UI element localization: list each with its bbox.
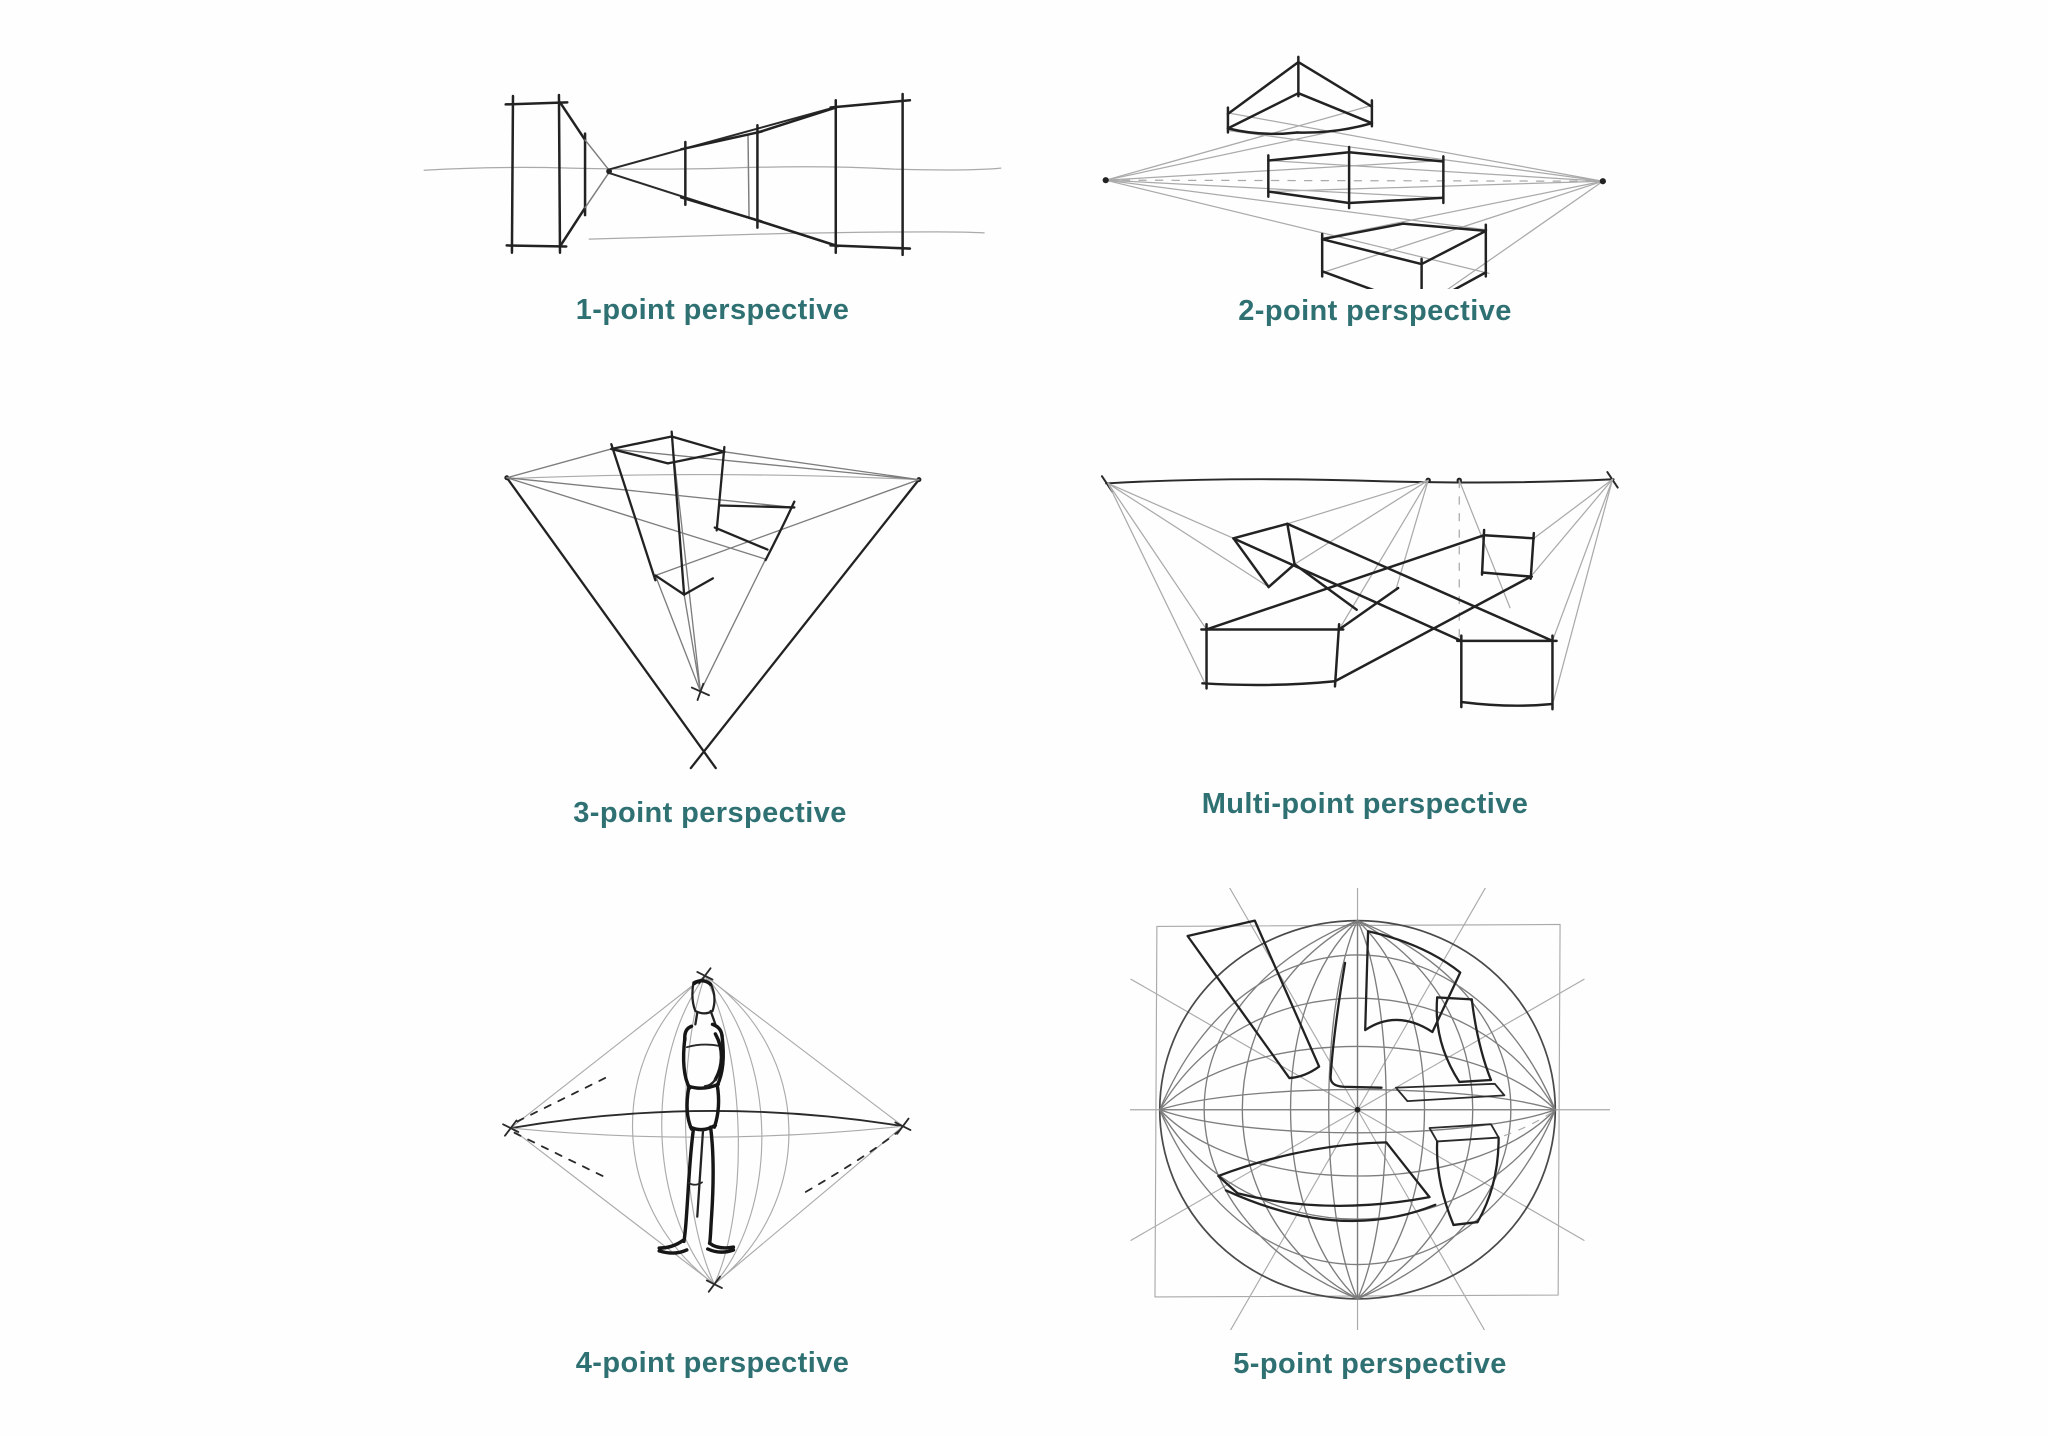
human-figure [657,979,736,1255]
tilted-box [610,430,796,596]
two-point-perspective-sketch [1102,55,1606,289]
ground-line [588,231,985,240]
figure-two-point-perspective: 2-point perspective [1085,30,1665,328]
horizon-line [506,474,920,481]
horizon-curve [509,1110,904,1130]
one-point-perspective-sketch [423,92,1002,257]
caption-five-point: 5-point perspective [1233,1347,1507,1380]
center-vanishing-point [1354,1106,1361,1113]
multi-point-perspective-sketch [1100,471,1619,711]
center-curve [1329,961,1383,1089]
slab-right [1395,1082,1506,1103]
caption-two-point: 2-point perspective [1238,294,1512,327]
five-point-perspective-sketch [1130,888,1610,1330]
parallel-arcs [1159,954,1556,1266]
figure-one-point-perspective: 1-point perspective [420,48,1005,327]
vanishing-point-left [1102,177,1109,184]
wedge-upper-left [1186,919,1321,1080]
middle-box [1267,145,1445,210]
vanishing-point-bottom [690,682,710,701]
slab-nw-se [1232,522,1558,711]
horizon-line [1105,478,1615,485]
vanishing-point-marks [502,967,912,1293]
box-right [1435,996,1493,1084]
slab-lower-right-top [1428,1123,1500,1143]
horizon-line [1105,179,1604,182]
caption-one-point: 1-point perspective [575,293,850,326]
caption-three-point: 3-point perspective [573,797,847,830]
figure-four-point-perspective: 4-point perspective [465,952,960,1380]
left-vp-rays [1105,104,1490,275]
figure-multi-point-perspective: Multi-point perspective [1075,442,1655,821]
three-point-perspective-sketch [504,430,922,770]
top-box [1226,55,1374,136]
figure-five-point-perspective: 5-point perspective [1130,888,1610,1381]
construction-rays [1107,478,1614,702]
diamond-rays [510,975,904,1285]
fan-bottom [1217,1141,1431,1207]
right-vp-rays [1227,112,1604,289]
caption-four-point: 4-point perspective [575,1346,850,1379]
slab-lower-right-sides [1435,1136,1500,1227]
caption-multi-point: Multi-point perspective [1201,788,1529,820]
four-point-perspective-sketch [502,967,912,1293]
vanishing-point-right [1599,178,1606,185]
fan-upper-right [1364,930,1462,1034]
bottom-box [1320,222,1488,289]
figure-three-point-perspective: 3-point perspective [480,425,940,830]
horizon-line [423,166,1002,171]
